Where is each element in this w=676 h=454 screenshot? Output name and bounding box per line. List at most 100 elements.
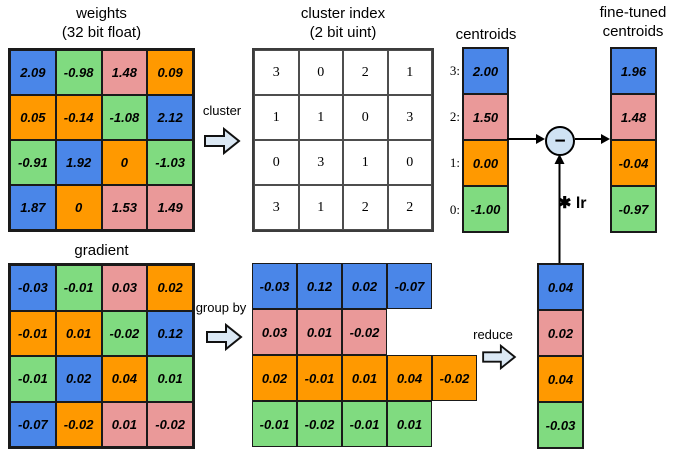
cluster-op-label: cluster	[202, 103, 242, 118]
index-cell: 3	[254, 185, 299, 230]
weights-cell: 1.92	[55, 140, 102, 185]
grouped-row-blue: -0.03 0.12 0.02 -0.07	[252, 263, 477, 309]
index-cell: 3	[254, 50, 299, 95]
fine-tuned-cell: 1.48	[611, 94, 656, 140]
cluster-index-grid: 3 0 2 1 1 1 0 3 0 3 1 0 3 1 2 2	[252, 48, 434, 232]
grouped-cell: 0.01	[387, 401, 432, 447]
fine-tuned-cell: 1.96	[611, 48, 656, 94]
grouped-cell: -0.02	[432, 355, 477, 401]
fine-tuned-title: fine-tuned centroids	[593, 3, 673, 41]
weights-cell: -1.08	[101, 95, 148, 140]
centroid-row-label: 0:	[449, 201, 460, 217]
gradient-cell: 0.02	[147, 265, 193, 311]
grouped-cell: 0.03	[252, 309, 297, 355]
weights-cell: 2.12	[147, 95, 193, 140]
grouped-cell: 0.12	[297, 263, 342, 309]
index-cell: 3	[298, 140, 343, 185]
gradient-cell: 0.03	[101, 265, 148, 311]
weights-cell: 0	[55, 185, 102, 230]
gradient-update-arrow	[552, 154, 567, 264]
minus-icon: −	[554, 130, 566, 152]
weights-cell: -0.98	[55, 50, 102, 95]
grouped-cell: -0.02	[297, 401, 342, 447]
grouped-cell: 0.04	[387, 355, 432, 401]
gradient-cell: -0.01	[10, 310, 56, 356]
fine-tuned-column: 1.96 1.48 -0.04 -0.97	[610, 47, 657, 233]
weights-cell: 1.87	[10, 185, 56, 230]
centroids-title: centroids	[455, 26, 517, 43]
gradient-cell: 0.01	[55, 310, 102, 356]
index-cell: 2	[387, 185, 432, 230]
reduced-cell: 0.04	[538, 356, 583, 402]
gradient-cell: -0.02	[147, 401, 193, 447]
cluster-arrow-icon	[203, 126, 241, 156]
weights-title-line1: weights	[76, 5, 127, 22]
grouped-row-pink: 0.03 0.01 -0.02	[252, 309, 477, 355]
index-cell: 0	[254, 140, 299, 185]
gradient-title: gradient	[74, 242, 129, 259]
weights-cell: 0.09	[147, 50, 193, 95]
index-cell: 1	[254, 95, 299, 140]
weights-cell: -1.03	[147, 140, 193, 185]
weights-title: weights (32 bit float)	[8, 4, 195, 42]
centroid-row-label: 1:	[449, 155, 460, 170]
centroids-column: 3: 2.00 2: 1.50 1: 0.00 0: -1.00	[442, 47, 509, 233]
gradient-cell: -0.01	[10, 356, 56, 402]
index-cell: 3	[387, 95, 432, 140]
grouped-cell: -0.02	[342, 309, 387, 355]
weights-cell: 1.48	[101, 50, 148, 95]
centroid-row: 3: 2.00	[442, 47, 509, 94]
cluster-index-title-line2: (2 bit uint)	[309, 24, 377, 41]
centroid-cell: 0.00	[463, 140, 508, 186]
centroid-cell: 2.00	[463, 48, 508, 94]
gradient-cell: -0.01	[55, 265, 102, 311]
grouped-row-orange: 0.02 -0.01 0.01 0.04 -0.02	[252, 355, 477, 401]
reduced-cell: 0.02	[538, 310, 583, 356]
grouped-cell: -0.01	[297, 355, 342, 401]
centroid-row-label: 2:	[449, 109, 460, 124]
centroid-cell: 1.50	[463, 94, 508, 140]
reduce-arrow-icon	[481, 343, 517, 371]
weights-title-line2: (32 bit float)	[61, 24, 142, 41]
subtract-operator: −	[545, 126, 575, 156]
times-lr-label: ✱ lr	[558, 195, 587, 212]
centroid-row: 1: 0.00	[442, 140, 509, 186]
gradient-grid: -0.03 -0.01 0.03 0.02 -0.01 0.01 -0.02 0…	[8, 263, 195, 449]
grouped-gradient: -0.03 0.12 0.02 -0.07 0.03 0.01 -0.02 0.…	[252, 263, 477, 447]
gradient-cell: 0.01	[101, 401, 148, 447]
weights-cell: -0.14	[55, 95, 102, 140]
grouped-cell: 0.01	[342, 355, 387, 401]
reduced-cell: -0.03	[538, 402, 583, 448]
fine-tuned-cell: -0.04	[611, 140, 656, 186]
reduced-cell: 0.04	[538, 264, 583, 310]
grouped-cell: 0.02	[252, 355, 297, 401]
index-cell: 1	[298, 185, 343, 230]
cluster-index-title-line1: cluster index	[300, 5, 386, 22]
reduce-op-label: reduce	[473, 327, 513, 342]
grouped-cell: 0.01	[297, 309, 342, 355]
fine-tuned-title-line1: fine-tuned	[599, 4, 667, 21]
fine-tuned-title-line2: centroids	[602, 23, 664, 40]
index-cell: 0	[387, 140, 432, 185]
grouped-row-green: -0.01 -0.02 -0.01 0.01	[252, 401, 477, 447]
weights-cell: 2.09	[10, 50, 56, 95]
fine-tuned-cell: -0.97	[611, 186, 656, 232]
centroids-to-subtract-arrow	[507, 132, 545, 146]
grouped-cell: 0.02	[342, 263, 387, 309]
subtract-to-finetuned-arrow	[575, 132, 610, 146]
index-cell: 2	[343, 50, 388, 95]
index-cell: 1	[343, 140, 388, 185]
group-by-arrow-icon	[205, 322, 243, 352]
weights-cell: 0.05	[10, 95, 56, 140]
centroid-row: 0: -1.00	[442, 186, 509, 233]
reduced-gradient-column: 0.04 0.02 0.04 -0.03	[537, 263, 584, 449]
weights-grid: 2.09 -0.98 1.48 0.09 0.05 -0.14 -1.08 2.…	[8, 48, 195, 232]
index-cell: 2	[343, 185, 388, 230]
gradient-cell: -0.02	[55, 401, 102, 447]
index-cell: 1	[298, 95, 343, 140]
gradient-cell: 0.02	[55, 356, 102, 402]
cluster-index-title: cluster index (2 bit uint)	[252, 4, 434, 42]
grouped-cell: -0.01	[252, 401, 297, 447]
group-by-op-label: group by	[195, 300, 247, 315]
